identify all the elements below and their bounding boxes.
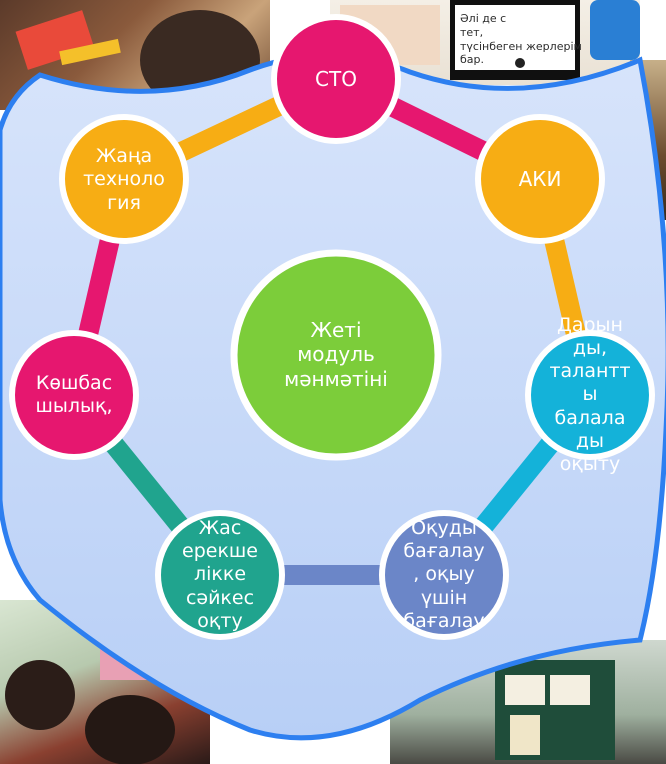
node-circle-sto (271, 14, 401, 144)
node-label-leadership: Көшбас шылық, (35, 371, 113, 417)
node-circle-leadership (9, 330, 139, 460)
node-circle-aki (475, 114, 605, 244)
cycle-nodes (9, 14, 655, 640)
node-circle-tech (59, 114, 189, 244)
node-label-assessment: Оқуды бағалау , оқыу үшін бағалау (403, 517, 485, 632)
node-label-age: Жас ерекше лікке сәйкес оқту (182, 517, 258, 632)
node-circle-age (155, 510, 285, 640)
center-node (230, 249, 442, 461)
node-circle-assessment (379, 510, 509, 640)
center-node-label: Жеті модуль мәнмәтіні (284, 317, 388, 391)
node-label-aki: АКИ (518, 166, 562, 191)
node-label-tech: Жаңа техноло гия (83, 145, 165, 214)
node-label-gifted: Дарын ды, талантт ы балала ды оқыту (549, 313, 631, 475)
photo-note: Әлі де с тет, түсінбеген жерлерім бар. (460, 12, 582, 67)
photo-top-center (330, 0, 640, 85)
node-label-sto: СТО (315, 66, 357, 91)
node-circle-gifted (525, 330, 655, 460)
